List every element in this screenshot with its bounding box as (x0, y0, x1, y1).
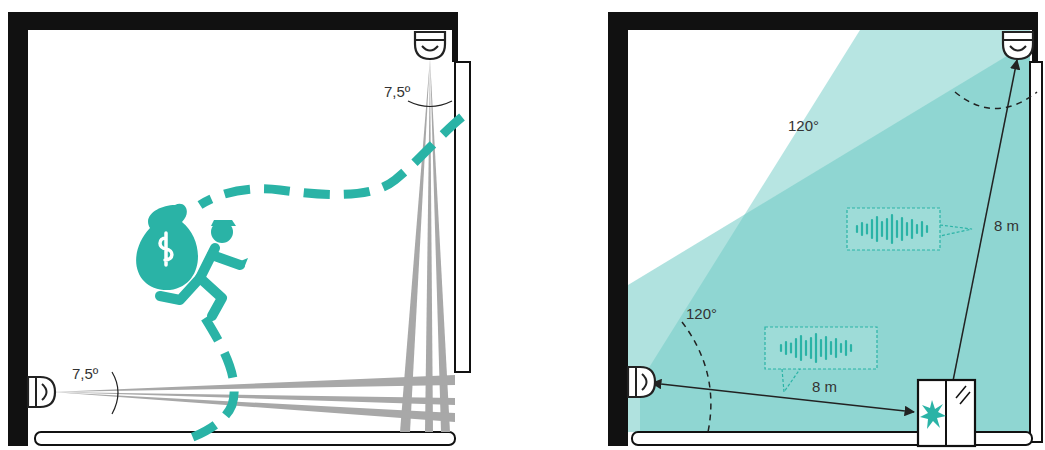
wave-bar (911, 220, 913, 238)
wave-bar (901, 218, 903, 240)
wave-bar (805, 341, 807, 355)
right-room (608, 12, 1042, 446)
angle-arcs (682, 92, 1037, 432)
wave-bar (876, 217, 878, 241)
thief-icon (136, 204, 248, 316)
angle-arcs (112, 101, 452, 414)
wave-bar (916, 225, 918, 233)
wave-bar (790, 344, 792, 353)
wave-bar (861, 223, 863, 235)
wave-bar (866, 225, 868, 234)
wave-bar (881, 222, 883, 236)
angle-label: 7,5º (72, 366, 98, 383)
wave-bar (850, 345, 852, 351)
wave-bar (845, 341, 847, 355)
wave-bar (906, 223, 908, 235)
distance-arrows (652, 60, 1017, 416)
wave-bar (795, 339, 797, 357)
wave-bar (785, 342, 787, 354)
beams (52, 58, 455, 432)
sound-callouts (765, 208, 972, 392)
wave-bar (780, 345, 782, 351)
wave-bar (815, 334, 817, 362)
wave-bar (891, 215, 893, 243)
angle-label: 7,5º (384, 84, 410, 101)
camera-icon (415, 32, 445, 59)
wave-bar (926, 226, 928, 232)
distance-label: 8 m (994, 218, 1019, 235)
wave-bar (896, 221, 898, 237)
camera-icon (1003, 32, 1033, 59)
distance-label: 8 m (812, 379, 837, 396)
wave-bar (825, 337, 827, 359)
sound-wave (781, 215, 927, 362)
wave-bar (810, 338, 812, 358)
coverage-cones (628, 30, 1030, 432)
left-room (8, 12, 470, 446)
wave-bar (840, 344, 842, 352)
wave-bar (921, 222, 923, 236)
camera-icon (628, 367, 655, 397)
intruder-path (185, 117, 462, 440)
wave-bar (871, 220, 873, 238)
angle-label: 120° (686, 306, 717, 323)
broken-window (918, 380, 975, 446)
angle-label: 120° (788, 118, 819, 135)
camera-icon (28, 377, 55, 407)
wave-bar (820, 340, 822, 356)
wave-bar (835, 339, 837, 357)
wave-bar (856, 226, 858, 232)
wave-bar (886, 219, 888, 239)
wave-bar (800, 336, 802, 360)
wave-bar (830, 342, 832, 354)
